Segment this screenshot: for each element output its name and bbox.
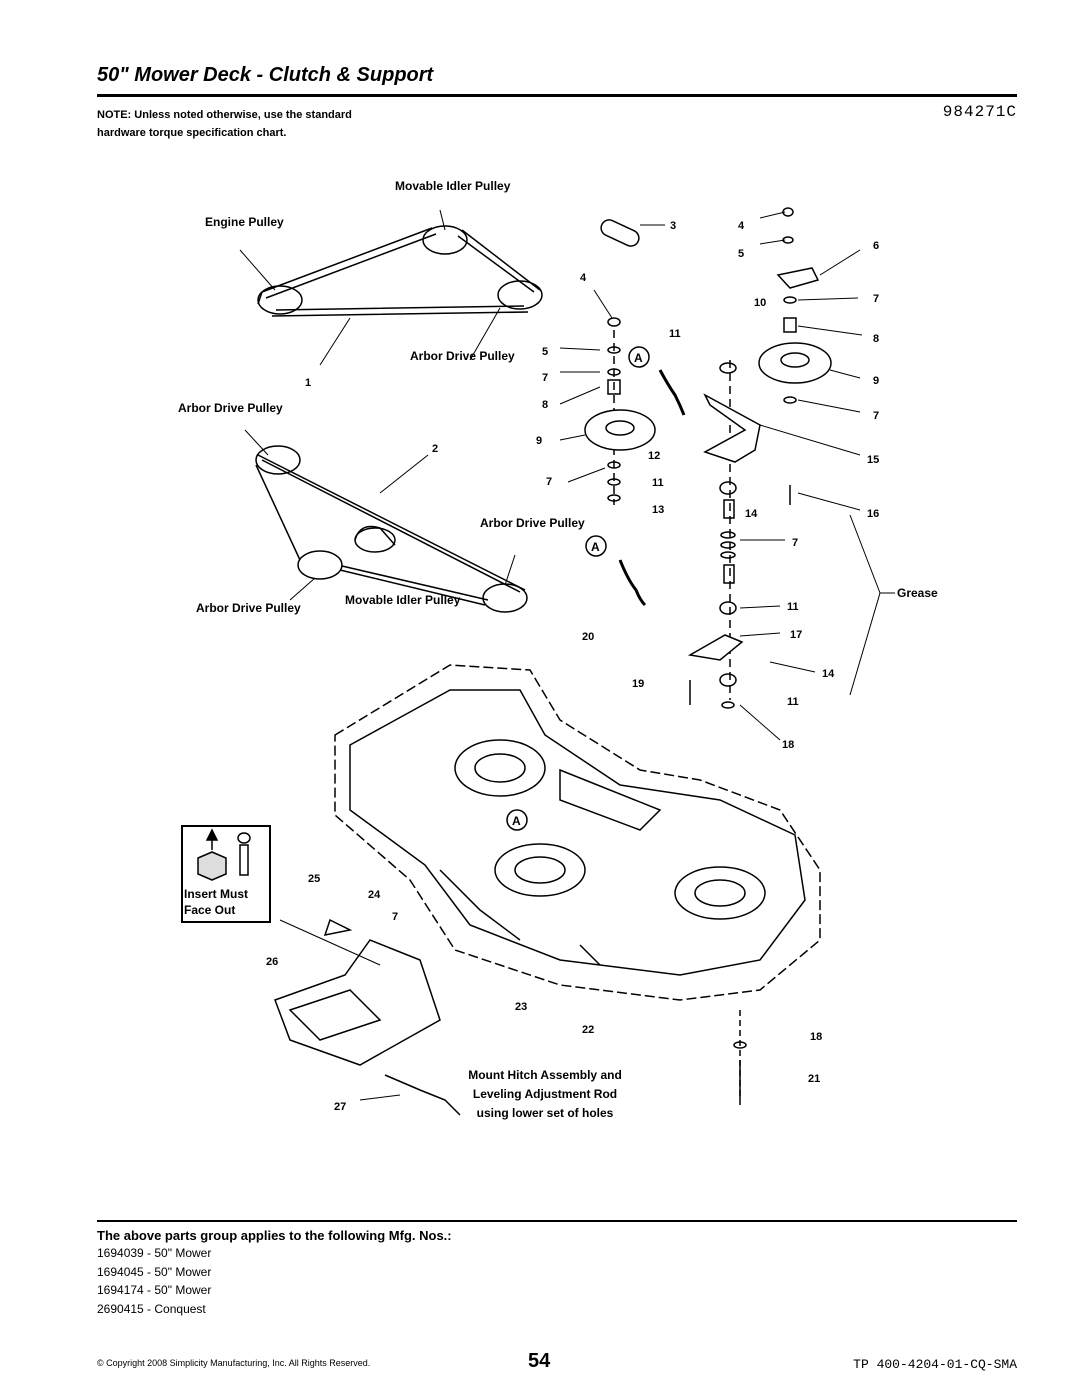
diagram-part-number: 984271C — [942, 103, 1017, 121]
hitch-note: Mount Hitch Assembly and Leveling Adjust… — [468, 1068, 622, 1120]
insert-detail-box — [181, 825, 271, 923]
applies-heading: The above parts group applies to the fol… — [97, 1228, 452, 1243]
parts-diagram: A A A Engine Pulley Movable Idler Pulley… — [178, 179, 938, 1116]
callout-7b: 7 — [873, 410, 879, 422]
detail-a-marker-1: A — [634, 351, 643, 365]
label-arbor-drive-pulley-4: Arbor Drive Pulley — [196, 601, 301, 615]
callout-7f: 7 — [392, 911, 398, 923]
callout-9b: 9 — [536, 435, 542, 447]
clutch-stack-right — [687, 207, 895, 709]
callout-15: 15 — [867, 454, 879, 466]
label-arbor-drive-pulley-3: Arbor Drive Pulley — [480, 516, 585, 530]
callout-24: 24 — [368, 889, 381, 901]
detail-a-marker-2: A — [591, 540, 600, 554]
hitch-assembly — [274, 918, 747, 1116]
callout-6: 6 — [873, 240, 879, 252]
callout-12: 12 — [648, 450, 660, 462]
callout-22: 22 — [582, 1024, 594, 1036]
label-arbor-drive-pulley-1: Arbor Drive Pulley — [410, 349, 515, 363]
callout-10: 10 — [754, 297, 766, 309]
insert-must-face-out-label: Insert Must Face Out — [184, 887, 249, 917]
callout-13: 13 — [652, 504, 664, 516]
callout-3: 3 — [670, 220, 676, 232]
title-rule — [97, 94, 1017, 97]
detail-a-marker-3: A — [512, 814, 521, 828]
callout-17: 17 — [790, 629, 802, 641]
callout-4b: 4 — [580, 272, 587, 284]
belt-diagram-1 — [257, 225, 543, 317]
callout-23: 23 — [515, 1001, 527, 1013]
callout-27: 27 — [334, 1101, 346, 1113]
callout-7c: 7 — [542, 372, 548, 384]
callout-18a: 18 — [782, 739, 794, 751]
callout-20: 20 — [582, 631, 594, 643]
callout-14a: 14 — [745, 508, 758, 520]
callout-11c: 11 — [787, 601, 799, 613]
list-item: 1694039 - 50" Mower — [97, 1246, 212, 1260]
callout-4: 4 — [738, 220, 745, 232]
callout-2: 2 — [432, 443, 438, 455]
leader-lines — [239, 209, 516, 601]
callout-5: 5 — [738, 248, 744, 260]
callout-21: 21 — [808, 1073, 820, 1085]
copyright-notice: © Copyright 2008 Simplicity Manufacturin… — [97, 1358, 371, 1368]
callout-7d: 7 — [546, 476, 552, 488]
callout-7a: 7 — [873, 293, 879, 305]
callout-25: 25 — [308, 873, 320, 885]
label-grease: Grease — [897, 586, 938, 600]
detail-a-markers — [506, 346, 650, 831]
callout-5b: 5 — [542, 346, 548, 358]
list-item: 1694174 - 50" Mower — [97, 1283, 212, 1297]
callout-16: 16 — [867, 508, 879, 520]
document-number: TP 400-4204-01-CQ-SMA — [853, 1357, 1017, 1372]
mower-deck — [334, 664, 821, 1001]
callout-9: 9 — [873, 375, 879, 387]
belt-diagram-2 — [255, 445, 528, 613]
list-item: 2690415 - Conquest — [97, 1301, 206, 1316]
label-movable-idler-pulley-2: Movable Idler Pulley — [345, 593, 461, 607]
callout-leaders — [559, 211, 863, 741]
callout-7e: 7 — [792, 537, 798, 549]
applies-rule — [97, 1220, 1017, 1222]
callout-8b: 8 — [542, 399, 548, 411]
callout-11a: 11 — [669, 328, 681, 340]
torque-note: NOTE: Unless noted otherwise, use the st… — [97, 109, 352, 139]
page-title: 50" Mower Deck - Clutch & Support — [97, 64, 434, 86]
callout-19: 19 — [632, 678, 644, 690]
label-engine-pulley: Engine Pulley — [205, 215, 284, 229]
callout-18b: 18 — [810, 1031, 822, 1043]
mfg-number-list: 1694039 - 50" Mower 1694045 - 50" Mower … — [97, 1244, 211, 1318]
callout-14b: 14 — [822, 668, 835, 680]
callout-11b: 11 — [652, 477, 664, 489]
clutch-stack-left — [584, 219, 686, 607]
callout-8: 8 — [873, 333, 879, 345]
list-item: 1694045 - 50" Mower — [97, 1264, 212, 1279]
label-arbor-drive-pulley-2: Arbor Drive Pulley — [178, 401, 283, 415]
callout-1: 1 — [305, 377, 311, 389]
callout-26: 26 — [266, 956, 278, 968]
callout-11d: 11 — [787, 696, 799, 708]
page-number: 54 — [528, 1350, 551, 1372]
label-movable-idler-pulley: Movable Idler Pulley — [395, 179, 511, 193]
